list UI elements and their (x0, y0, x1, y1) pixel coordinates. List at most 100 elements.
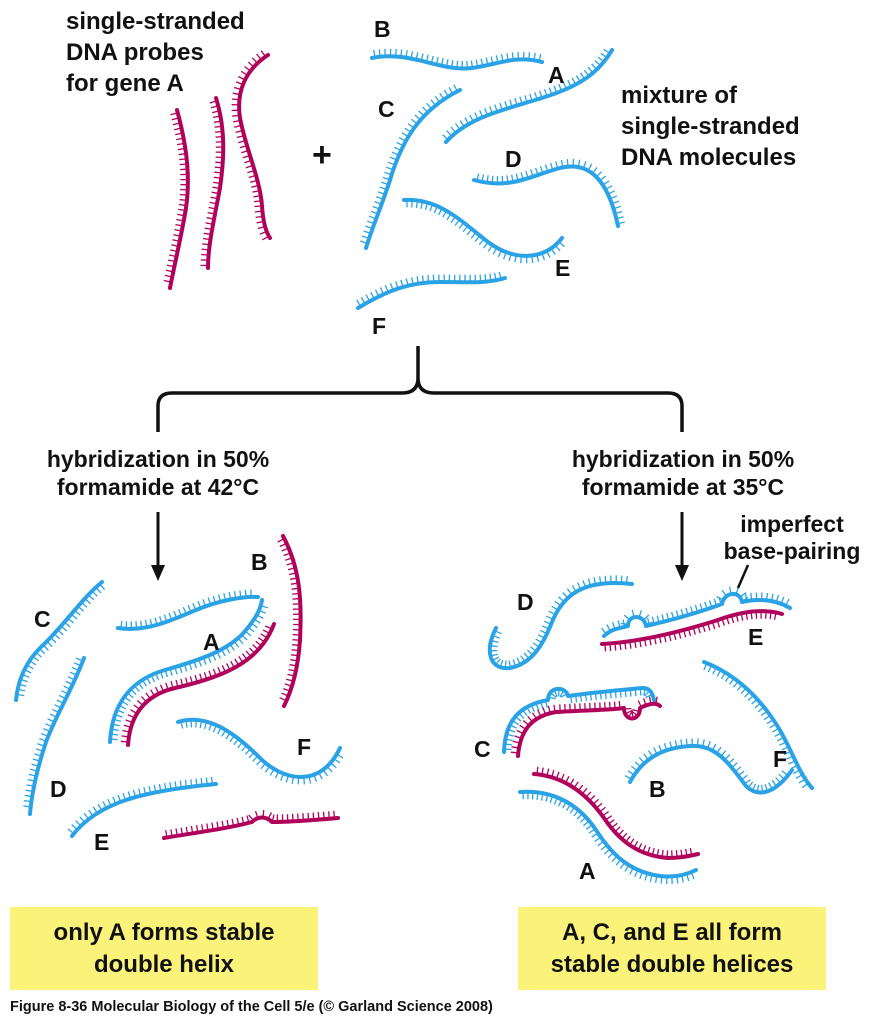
left-letter-f: F (297, 734, 312, 760)
left-letter-d: D (50, 776, 67, 802)
left-strand-probe-tall-bases (277, 538, 300, 701)
right-arrow-head (675, 565, 689, 581)
mixture-strand-c-backbone (364, 88, 462, 250)
probe-label: single-stranded DNA probes for gene A (66, 8, 245, 97)
right-duplex-a-probe-bases (536, 766, 693, 857)
right-duplex-c-probe-backbone (516, 701, 662, 758)
right-letter-d: D (517, 589, 534, 615)
left-strand-d-backbone (28, 656, 86, 816)
mixture-strand-a-bases (442, 48, 610, 140)
left-condition-label: hybridization in 50% formamide at 42°C (46, 446, 270, 500)
top-letter-a: A (548, 62, 565, 88)
left-strand-probe-tall (277, 534, 303, 708)
left-letter-c: C (34, 606, 51, 632)
probe-strand-1-backbone (168, 108, 190, 290)
left-letter-e: E (94, 829, 110, 855)
mixture-strand-e-bases (406, 201, 565, 264)
left-strand-c-bases (18, 584, 106, 697)
left-result-line-2: double helix (93, 950, 234, 978)
left-strand-b-backbone (116, 594, 260, 631)
right-letter-b: B (649, 776, 666, 802)
right-duplex-c-probe-bases (510, 696, 658, 754)
top-letter-f: F (372, 313, 387, 339)
left-arrow-head (151, 565, 165, 581)
mixture-strand-e (402, 197, 565, 264)
arrows-layer (151, 346, 750, 589)
right-duplex-c-blue-bases (505, 689, 652, 751)
left-letter-b: B (251, 549, 268, 575)
top-letter-e: E (555, 255, 571, 281)
left-strand-d (23, 656, 86, 816)
mixture-label: mixture of single-stranded DNA molecules (621, 82, 800, 171)
mixture-strand-d (472, 158, 625, 228)
right-strand-b (624, 738, 794, 795)
left-strand-probe-tall-backbone (281, 534, 303, 708)
left-duplex-a-blue (108, 598, 269, 744)
right-result-box: A, C, and E all form stable double helic… (518, 907, 826, 990)
mixture-strand-d-backbone (472, 164, 620, 228)
right-strand-f-backbone (702, 660, 814, 790)
right-strand-b-backbone (628, 743, 794, 795)
split-bracket (156, 346, 684, 432)
right-duplex-a-blue-bases (522, 793, 695, 885)
left-strand-c-backbone (14, 580, 104, 702)
mixture-strand-d-bases (476, 158, 625, 225)
right-duplex-c-blue (502, 686, 656, 754)
probe-strand-3-backbone (237, 53, 272, 240)
left-result-box: only A forms stable double helix (10, 907, 318, 990)
right-duplex-e-probe (600, 609, 784, 652)
right-letter-a: A (579, 858, 596, 884)
right-strand-d-bases (491, 575, 628, 667)
left-strand-f-backbone (176, 717, 342, 779)
probe-strand-3 (231, 50, 272, 241)
imperfect-pointer (736, 564, 750, 589)
left-strand-e (67, 776, 218, 838)
left-duplex-a-blue-bases (111, 605, 269, 741)
left-duplex-a-blue-backbone (108, 598, 264, 744)
mixture-strand-f-bases (356, 271, 502, 306)
right-duplex-a-blue-backbone (518, 789, 698, 879)
top-letter-d: D (505, 146, 522, 172)
left-strand-probe-bottom-bases (165, 810, 335, 837)
right-duplex-e-probe-bases (604, 612, 777, 652)
right-duplex-a-probe-backbone (532, 772, 700, 860)
dna-strands-layer (14, 48, 814, 885)
right-letter-f: F (773, 746, 788, 772)
right-result-line-2: stable double helices (550, 950, 794, 978)
right-strand-f (702, 660, 814, 790)
mixture-strand-e-backbone (402, 197, 564, 258)
left-strand-e-bases (67, 776, 213, 834)
left-strand-f (176, 717, 344, 785)
left-strand-c (14, 580, 106, 702)
right-letter-e: E (748, 624, 764, 650)
right-condition-label: hybridization in 50% formamide at 35°C (571, 446, 795, 500)
left-strand-b-bases (120, 589, 252, 628)
left-strand-probe-bottom (162, 810, 340, 840)
right-duplex-e-blue-backbone (602, 592, 792, 638)
right-strand-b-bases (624, 738, 788, 791)
mixture-strand-a (442, 48, 614, 144)
mixture-strand-a-backbone (444, 48, 614, 144)
right-strand-d-backbone (487, 580, 634, 671)
imperfect-base-pairing-label: imperfect base-pairing (723, 511, 861, 564)
right-strand-f-bases (703, 664, 808, 789)
right-duplex-e-blue (601, 586, 792, 638)
plus-sign: + (312, 136, 332, 174)
left-duplex-a-probe-backbone (126, 622, 276, 747)
top-letter-c: C (378, 96, 395, 122)
probe-strand-3-bases (231, 50, 268, 241)
left-result-line-1: only A forms stable (53, 918, 275, 946)
right-letter-c: C (474, 736, 491, 762)
mixture-strand-b-backbone (370, 54, 544, 71)
right-strand-d (487, 575, 634, 671)
left-strand-b (116, 589, 260, 631)
left-duplex-a-probe (120, 622, 276, 747)
right-duplex-e-probe-backbone (600, 609, 784, 646)
top-letter-b: B (374, 16, 391, 42)
probe-strand-2-bases (200, 100, 222, 267)
mixture-strand-c (360, 84, 462, 250)
left-strand-e-backbone (70, 782, 218, 838)
right-duplex-e-blue-bases (601, 586, 790, 634)
mixture-strand-f (356, 271, 507, 310)
